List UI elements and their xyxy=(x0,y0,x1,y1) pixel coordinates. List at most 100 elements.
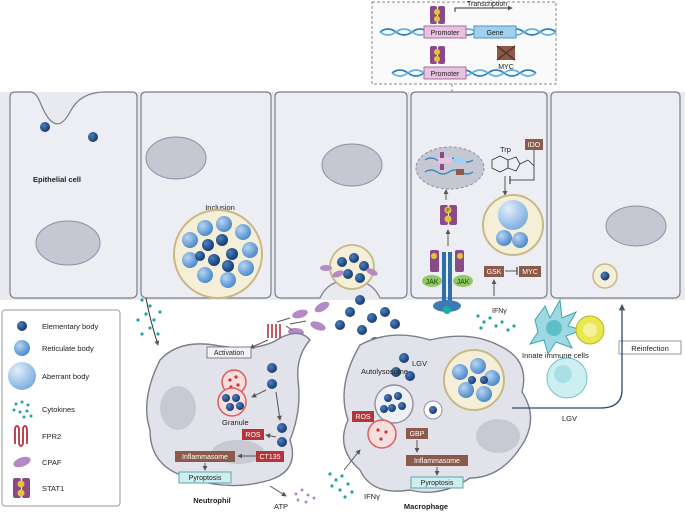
neutrophil-pyroptosis-label: Pyroptosis xyxy=(189,475,222,482)
legend-label-4: FPR2 xyxy=(42,432,61,441)
neutrophil-inflammasome-label: Inflammasome xyxy=(182,454,228,461)
aberrant-body-1 xyxy=(498,200,528,230)
reinfection-box xyxy=(618,340,682,355)
epithelial-cell-1 xyxy=(9,91,138,299)
gsk-box xyxy=(484,266,504,277)
ido-inhibit-line xyxy=(510,150,535,181)
macrophage-inflammasome-box xyxy=(406,455,468,466)
cpaf-icon xyxy=(13,456,31,468)
promoter-label-1: Promoter xyxy=(431,30,460,37)
epithelium: Epithelial cell Inclusion xyxy=(0,91,685,332)
autolysosome xyxy=(374,384,414,424)
promoter-panel: Promoter Gene Transcription Promoter xyxy=(371,1,557,85)
nucleus-3 xyxy=(321,143,383,187)
ido-label: IDO xyxy=(528,142,541,149)
fpr2-receptor-icon xyxy=(267,324,281,338)
gbp-label: GBP xyxy=(410,431,425,438)
granule-label: Granule xyxy=(222,418,249,427)
ido-box xyxy=(525,139,543,150)
legend: Elementary body Reticulate body Aberrant… xyxy=(1,309,121,507)
dna-strand-1 xyxy=(379,28,557,36)
reinfection-arrow xyxy=(512,303,626,409)
neutrophil-ros-box xyxy=(242,429,264,440)
activation-box xyxy=(206,346,252,359)
cytokines-icon xyxy=(12,400,33,419)
myc-box xyxy=(519,266,541,277)
gene-label: Gene xyxy=(486,30,503,37)
jak-right: JAK xyxy=(453,275,473,287)
inclusion-label: Inclusion xyxy=(205,203,235,212)
legend-label-0: Elementary body xyxy=(42,322,99,331)
innate-immune-cells: Innate immune cells xyxy=(522,298,605,399)
stat1-dimer-icon-2 xyxy=(430,46,445,64)
myc-blocked-icon xyxy=(496,45,516,61)
promoter-label-2: Promoter xyxy=(431,71,460,78)
myc-label: MYC xyxy=(522,269,538,276)
elementary-body-icon xyxy=(17,321,27,331)
nucleus-4-dna xyxy=(424,152,474,175)
fpr2-icon xyxy=(14,425,28,447)
stat1-icon xyxy=(13,478,30,498)
gsk-label: GSK xyxy=(487,269,502,276)
cytokine-arrow xyxy=(145,297,160,346)
gbp-box xyxy=(406,428,428,439)
epithelial-cell-3 xyxy=(274,91,408,299)
ifn-gamma-receptor xyxy=(430,250,464,314)
myc-gene-label: MYC xyxy=(498,64,514,71)
elementary-body-attaching-1 xyxy=(40,122,50,132)
nucleus-1 xyxy=(35,220,101,266)
atp-particles xyxy=(294,488,316,504)
epithelial-cell-5 xyxy=(550,91,681,299)
macrophage-ros-label: ROS xyxy=(355,414,371,421)
reinfection-label: Reinfection xyxy=(631,344,669,353)
autolysosome-label: Autolysosome xyxy=(361,367,408,376)
macrophage: LGV Autolysosome ROS GBP Inflammasome xyxy=(328,334,532,511)
neutrophil-title: Neutrophil xyxy=(193,496,231,505)
lysing-inclusion-contents xyxy=(320,253,378,283)
epithelial-cell-label: Epithelial cell xyxy=(33,175,81,184)
trp-label: Trp xyxy=(500,145,511,154)
legend-label-6: STAT1 xyxy=(42,484,64,493)
neutrophil-ros-label: ROS xyxy=(245,432,261,439)
stat1-dimer-cytoplasm-icon: P xyxy=(440,205,457,225)
macrophage-pyroptosis-label: Pyroptosis xyxy=(421,480,454,487)
aberrant-body-icon xyxy=(8,362,36,390)
macrophage-ros-box xyxy=(352,411,374,422)
macrophage-ifn-gamma-label: IFNγ xyxy=(364,492,380,501)
ct135-label: CT135 xyxy=(259,454,280,461)
ifn-gamma-label-top: IFNγ xyxy=(492,308,507,315)
legend-label-3: Cytokines xyxy=(42,405,75,414)
jak-left: JAK xyxy=(422,275,442,287)
gene-box xyxy=(473,25,517,39)
cytokines-receptor xyxy=(476,314,516,332)
transcription-arrow xyxy=(454,5,513,12)
ifn-gamma-ligand-icon xyxy=(443,306,451,314)
dendritic-cell-icon xyxy=(528,298,584,356)
elementary-body-attaching-2 xyxy=(88,132,98,142)
stat1-dimer-icon xyxy=(430,6,445,24)
legend-label-2: Aberrant body xyxy=(42,372,89,381)
transcription-label: Transcription xyxy=(467,1,507,8)
cytokines-bottom xyxy=(328,472,354,499)
macrophage-inflammasome-label: Inflammasome xyxy=(414,458,460,465)
macrophage-lysosome xyxy=(367,419,397,449)
svg-text:JAK: JAK xyxy=(457,279,470,286)
reticulate-body-icon xyxy=(14,340,30,356)
cytokines-left xyxy=(136,298,162,336)
macrophage-lgv-label: LGV xyxy=(412,359,427,368)
nucleus-5 xyxy=(605,205,667,247)
legend-label-1: Reticulate body xyxy=(42,344,94,353)
reinfection-lgv-label: LGV xyxy=(562,414,577,423)
cpaf-released xyxy=(288,301,330,337)
atp-label: ATP xyxy=(274,502,288,511)
legend-frame xyxy=(1,309,121,507)
promoter-box-2 xyxy=(423,66,467,80)
legend-label-5: CPAF xyxy=(42,458,62,467)
activation-label: Activation xyxy=(214,350,244,357)
neutrophil: Activation Granule ROS Inflammasome CT13… xyxy=(145,317,316,511)
trp-molecule-icon xyxy=(491,155,535,173)
macrophage-pyroptosis-box xyxy=(410,476,464,489)
neutrophil-inflammasome-box xyxy=(175,451,235,462)
macrophage-title: Macrophage xyxy=(404,502,448,511)
